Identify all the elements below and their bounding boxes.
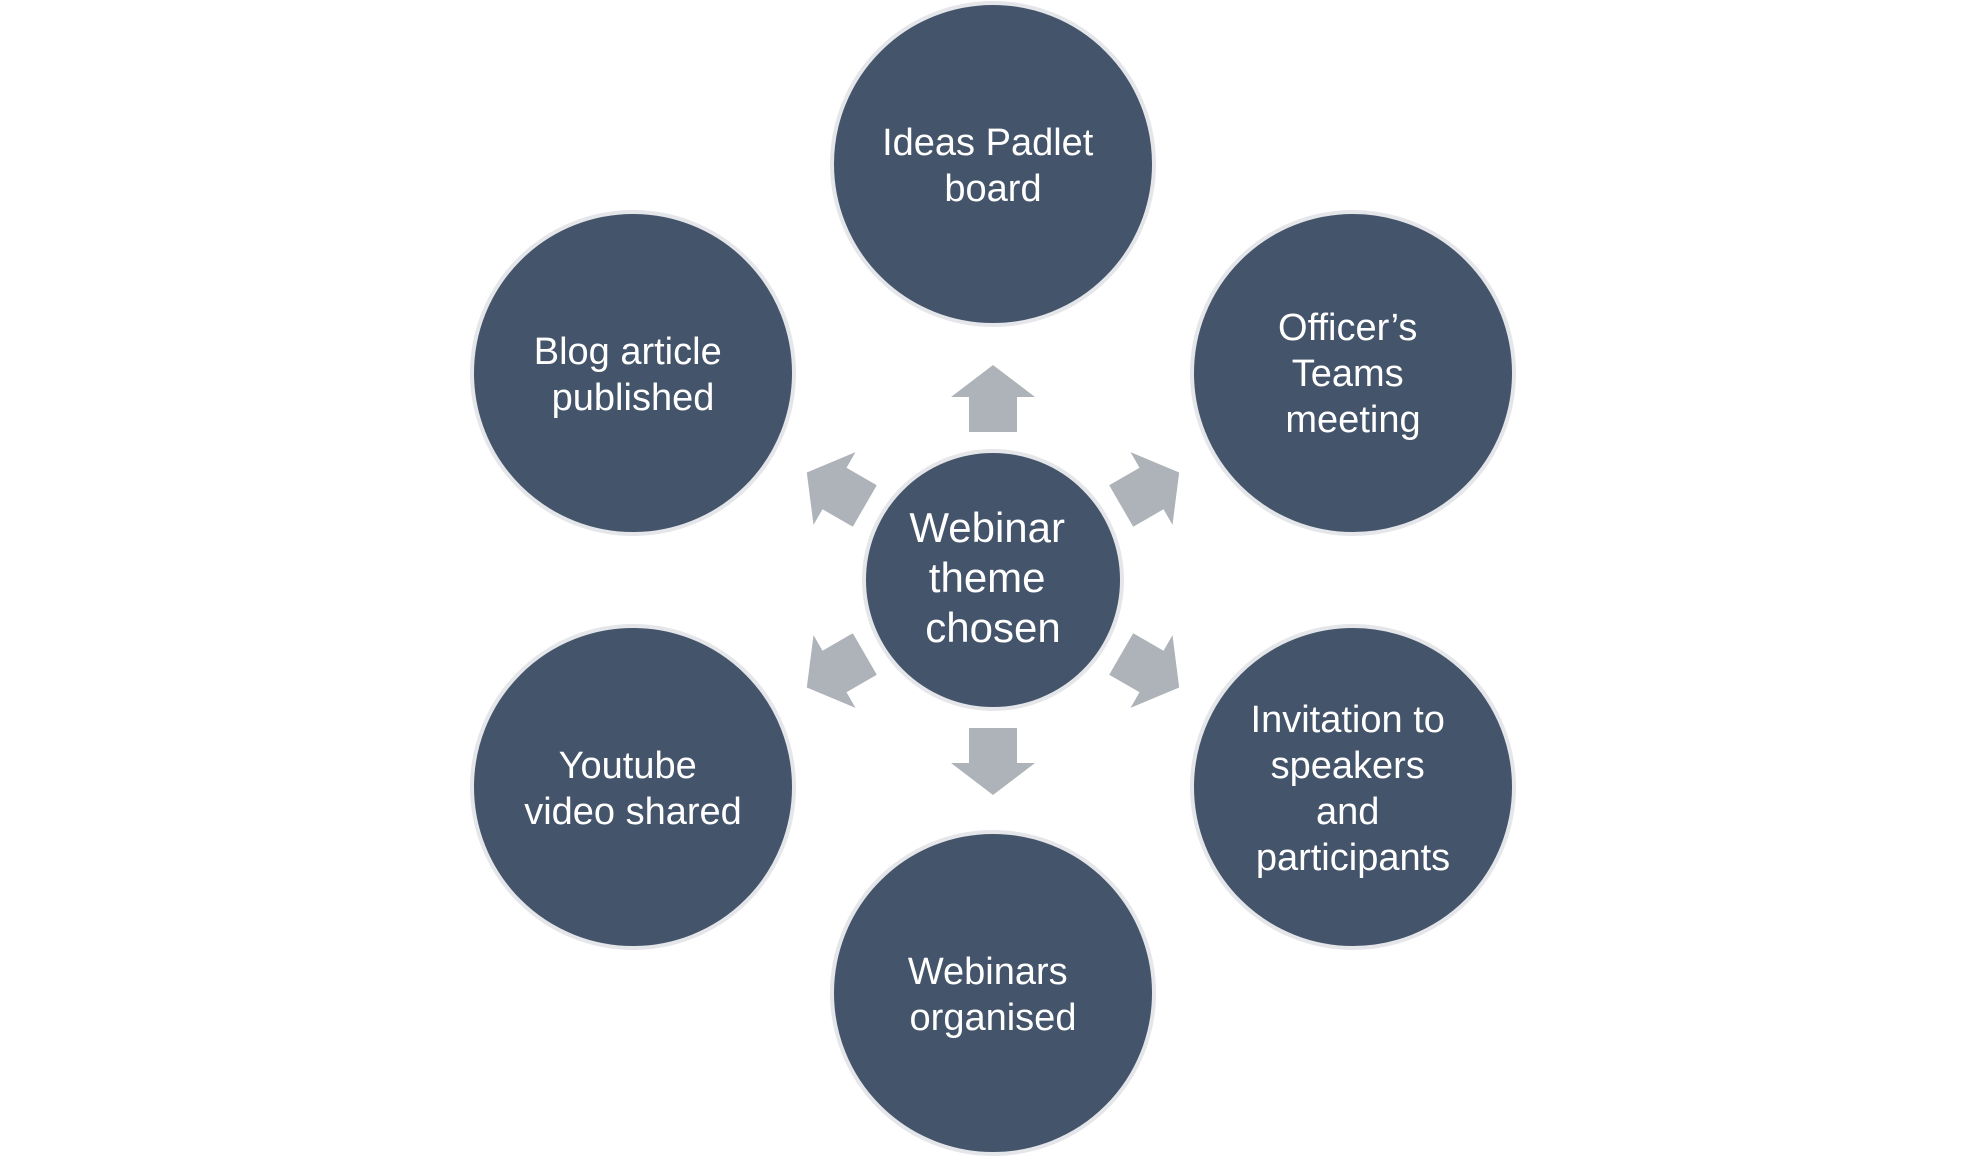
node-label-line: published xyxy=(552,377,715,419)
node-label: Blog article published xyxy=(534,331,733,419)
arrows-group xyxy=(806,365,1180,795)
node-label-line: Officer’s xyxy=(1278,307,1417,349)
node-label: Youtube video shared xyxy=(524,745,742,833)
node-circle xyxy=(830,830,1156,1156)
arrow-to-invitation xyxy=(1109,633,1180,708)
node-label-line: video shared xyxy=(524,791,742,833)
node-circle xyxy=(470,210,796,536)
node-label: Invitation to speakers and participants xyxy=(1251,699,1456,879)
node-invitation-speakers-participants: Invitation to speakers and participants xyxy=(1190,624,1516,950)
node-circle xyxy=(1190,210,1516,536)
arrow-to-ideas-padlet-board xyxy=(951,365,1035,432)
node-label-line: Webinars xyxy=(908,951,1068,993)
node-blog-article-published: Blog article published xyxy=(470,210,796,536)
center-label-line: theme xyxy=(929,554,1046,601)
node-ideas-padlet-board: Ideas Padlet board xyxy=(830,1,1156,327)
node-circle xyxy=(470,624,796,950)
arrow-to-officers-teams-meeting xyxy=(1109,452,1180,527)
node-label-line: organised xyxy=(910,997,1077,1039)
node-label-line: Invitation to xyxy=(1251,699,1445,741)
node-circle xyxy=(1190,624,1516,950)
arrow-to-blog-article xyxy=(806,452,877,527)
node-label-line: Blog article xyxy=(534,331,722,373)
arrow-to-youtube-video xyxy=(806,633,877,708)
node-label-line: participants xyxy=(1256,837,1450,879)
node-label-line: Teams xyxy=(1292,353,1404,395)
center-circle xyxy=(862,449,1124,711)
node-label-line: Ideas Padlet xyxy=(882,122,1094,164)
node-officers-teams-meeting: Officer’s Teams meeting xyxy=(1190,210,1516,536)
node-center-webinar-theme-chosen: Webinar theme chosen xyxy=(862,449,1124,711)
node-label-line: Youtube xyxy=(559,745,697,787)
node-circle xyxy=(830,1,1156,327)
node-label: Webinars organised xyxy=(908,951,1078,1039)
arrow-to-webinars-organised xyxy=(951,728,1035,795)
center-label: Webinar theme chosen xyxy=(909,504,1076,651)
node-webinars-organised: Webinars organised xyxy=(830,830,1156,1156)
node-label-line: speakers xyxy=(1271,745,1425,787)
center-label-line: chosen xyxy=(925,604,1060,651)
node-label: Ideas Padlet board xyxy=(882,122,1104,210)
node-youtube-video-shared: Youtube video shared xyxy=(470,624,796,950)
node-label: Officer’s Teams meeting xyxy=(1278,307,1428,441)
node-label-line: board xyxy=(944,168,1041,210)
node-label-line: meeting xyxy=(1285,399,1420,441)
node-label-line: and xyxy=(1316,791,1379,833)
center-label-line: Webinar xyxy=(909,504,1065,551)
